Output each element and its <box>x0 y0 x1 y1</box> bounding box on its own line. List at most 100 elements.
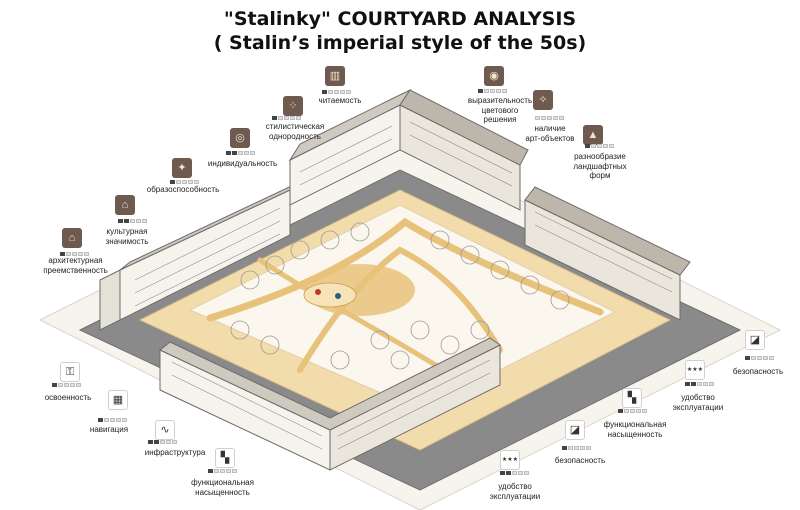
criterion-label: индивидуальность <box>207 159 278 168</box>
rating-segment <box>691 382 696 386</box>
rating-segment <box>160 440 165 444</box>
criterion-label: функциональная насыщенность <box>191 478 254 497</box>
rating-bar <box>52 383 81 387</box>
rating-segment <box>170 180 175 184</box>
temple-icon: ⌂ <box>115 195 135 215</box>
building-back-center <box>288 88 529 211</box>
rating-segment <box>148 440 153 444</box>
rating-segment <box>624 409 629 413</box>
rating-segment <box>136 219 141 223</box>
rating-segment <box>84 252 89 256</box>
rating-segment <box>64 383 69 387</box>
rating-segment <box>284 116 289 120</box>
criterion-label: стилистическая однородность <box>265 122 325 141</box>
criterion-label: навигация <box>89 425 129 434</box>
rating-segment <box>226 469 231 473</box>
rating-segment <box>290 116 295 120</box>
rating-segment <box>478 89 483 93</box>
rating-segment <box>176 180 181 184</box>
rating-segment <box>130 219 135 223</box>
rating-segment <box>562 446 567 450</box>
rating-bar <box>118 219 147 223</box>
rating-segment <box>559 116 564 120</box>
playground-equipment <box>335 293 341 299</box>
rating-segment <box>524 471 529 475</box>
stars-icon: ★★★ <box>685 360 705 380</box>
rating-segment <box>208 469 213 473</box>
rating-bar <box>685 382 714 386</box>
rating-segment <box>182 180 187 184</box>
rating-segment <box>586 446 591 450</box>
criterion-label: удобство эксплуатации <box>489 482 541 501</box>
rating-segment <box>502 89 507 93</box>
yard-trees <box>230 222 570 370</box>
sparkle-icon: ✧ <box>533 90 553 110</box>
rating-segment <box>98 418 103 422</box>
rating-segment <box>172 440 177 444</box>
rating-segment <box>220 469 225 473</box>
camera-icon: ◪ <box>745 330 765 350</box>
rating-segment <box>568 446 573 450</box>
rating-segment <box>116 418 121 422</box>
playground <box>303 282 357 308</box>
house-icon: ⌂ <box>62 228 82 248</box>
rating-segment <box>603 144 608 148</box>
rating-segment <box>636 409 641 413</box>
yard-path-diagonal <box>257 257 463 383</box>
building-right-wing <box>524 186 691 321</box>
rating-segment <box>154 440 159 444</box>
rating-bar <box>322 90 351 94</box>
diagram-title: "Stalinky" COURTYARD ANALYSIS <box>223 8 577 30</box>
rating-segment <box>496 89 501 93</box>
rating-segment <box>214 469 219 473</box>
rating-segment <box>541 116 546 120</box>
rating-segment <box>609 144 614 148</box>
yard-path-main <box>206 217 604 322</box>
rating-bar <box>562 446 591 450</box>
rating-segment <box>642 409 647 413</box>
blocks-icon: ▚ <box>215 448 235 468</box>
rating-bar <box>478 89 507 93</box>
criterion-label: инфраструктура <box>144 448 206 457</box>
rating-bar <box>148 440 177 444</box>
palette-icon: ◉ <box>484 66 504 86</box>
rating-segment <box>110 418 115 422</box>
rating-segment <box>188 180 193 184</box>
yard-path-cross <box>297 246 503 373</box>
rating-segment <box>70 383 75 387</box>
rating-bar <box>618 409 647 413</box>
rating-bar <box>535 116 564 120</box>
rating-segment <box>618 409 623 413</box>
rating-segment <box>769 356 774 360</box>
rating-segment <box>322 90 327 94</box>
camera-icon: ◪ <box>565 420 585 440</box>
criterion-label: безопасность <box>732 367 784 376</box>
rating-segment <box>194 180 199 184</box>
rating-segment <box>250 151 255 155</box>
criterion-label: разнообразие ландшафтных форм <box>573 152 627 180</box>
rating-bar <box>272 116 301 120</box>
rating-segment <box>72 252 77 256</box>
rating-segment <box>757 356 762 360</box>
rating-segment <box>697 382 702 386</box>
rating-segment <box>518 471 523 475</box>
criterion-label: культурная значимость <box>105 227 149 246</box>
wave-icon: ∿ <box>155 420 175 440</box>
landscape-icon: ▲ <box>583 125 603 145</box>
rating-segment <box>709 382 714 386</box>
rating-segment <box>272 116 277 120</box>
rating-segment <box>278 116 283 120</box>
rating-segment <box>630 409 635 413</box>
rating-segment <box>142 219 147 223</box>
rating-segment <box>58 383 63 387</box>
rating-segment <box>232 151 237 155</box>
criterion-label: функциональная насыщенность <box>603 420 667 439</box>
rating-segment <box>763 356 768 360</box>
rating-segment <box>232 469 237 473</box>
rating-segment <box>346 90 351 94</box>
rating-segment <box>585 144 590 148</box>
rating-segment <box>104 418 109 422</box>
rating-segment <box>591 144 596 148</box>
key-icon: ⚿ <box>60 362 80 382</box>
